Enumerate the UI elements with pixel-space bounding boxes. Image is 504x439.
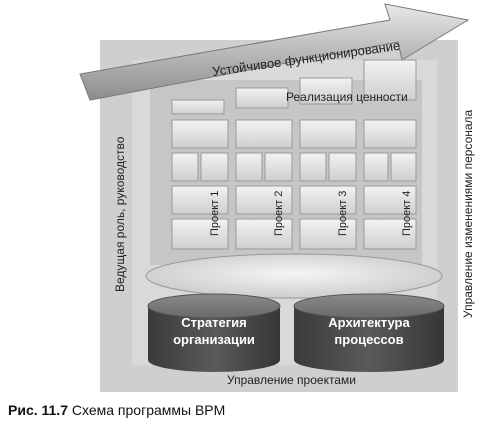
sustainability-arrow <box>79 3 470 101</box>
project-label-4: Проект 4 <box>401 191 413 236</box>
value-block <box>235 87 289 109</box>
project-label-1: Проект 1 <box>209 191 221 236</box>
cylinder-strategy-line2: организации <box>173 332 255 347</box>
project-column-3 <box>299 119 357 250</box>
project-column-1 <box>171 119 229 250</box>
project-label-3: Проект 3 <box>337 191 349 236</box>
platform-ellipse <box>145 253 443 299</box>
figure-number: Рис. 11.7 <box>8 402 68 418</box>
left-label: Ведущая роль, руководство <box>113 136 127 292</box>
value-label: Реализация ценности <box>286 90 408 104</box>
cylinder-architecture: Архитектура процессов <box>293 293 445 372</box>
cylinder-architecture-line2: процессов <box>334 332 403 347</box>
figure-title: Схема программы BPM <box>71 402 226 418</box>
value-block <box>171 99 225 115</box>
cylinder-strategy-line1: Стратегия <box>181 315 247 330</box>
right-label: Управление изменениями персонала <box>461 109 475 318</box>
figure-caption: Рис. 11.7 Схема программы BPM <box>8 402 225 418</box>
value-block <box>363 59 417 101</box>
cylinder-architecture-line1: Архитектура <box>328 315 410 330</box>
project-column-2 <box>235 119 293 250</box>
value-block <box>299 77 353 105</box>
cylinder-strategy: Стратегия организации <box>147 293 281 372</box>
bottom-label: Управление проектами <box>227 373 356 387</box>
project-label-2: Проект 2 <box>273 191 285 236</box>
project-column-4 <box>363 119 417 250</box>
